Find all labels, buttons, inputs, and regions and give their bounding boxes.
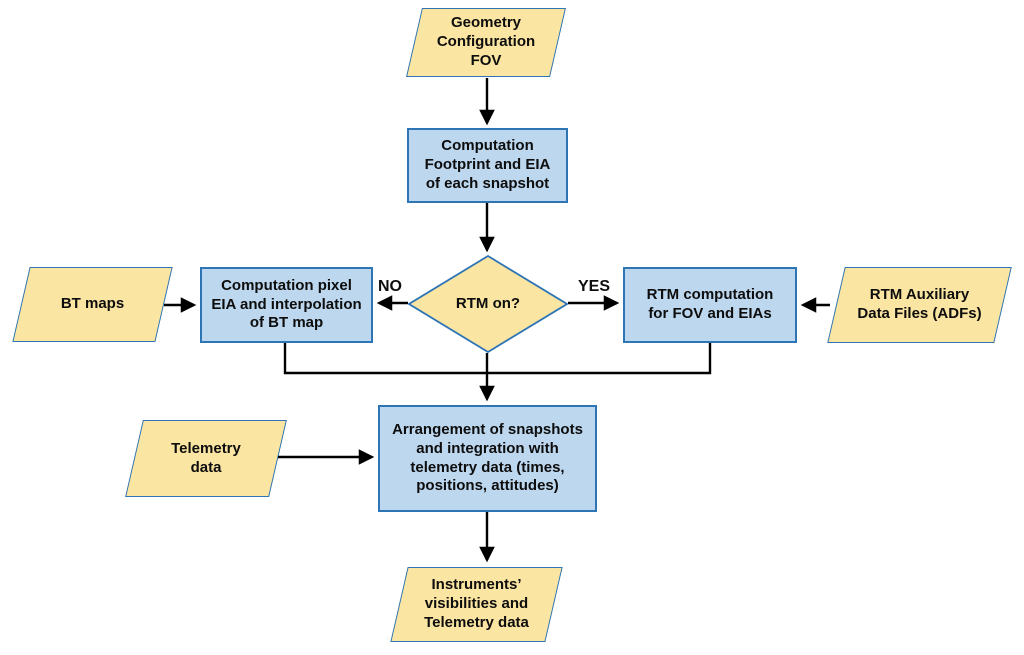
node-rtm-on-decision: RTM on? [408, 255, 568, 353]
branch-label-yes: YES [578, 278, 611, 295]
node-rtm-adfs: RTM Auxiliary Data Files (ADFs) [827, 267, 1012, 343]
node-label: Instruments’ visibilities and Telemetry … [424, 576, 529, 631]
node-output: Instruments’ visibilities and Telemetry … [390, 567, 563, 642]
node-computation-pixel: Computation pixel EIA and interpolation … [200, 267, 373, 343]
node-telemetry: Telemetry data [125, 420, 287, 497]
node-label: RTM Auxiliary Data Files (ADFs) [857, 286, 982, 322]
node-label: Geometry Configuration FOV [436, 14, 536, 69]
node-label: Arrangement of snapshots and integration… [392, 420, 583, 495]
branch-label-no: NO [378, 278, 402, 295]
node-label: Computation Footprint and EIA of each sn… [424, 137, 551, 192]
node-geometry-fov: Geometry Configuration FOV [405, 8, 567, 77]
node-label: Telemetry data [171, 439, 241, 476]
node-label: BT maps [60, 295, 125, 313]
node-label: RTM on? [455, 294, 521, 312]
node-bt-maps: BT maps [12, 267, 173, 342]
node-arrangement: Arrangement of snapshots and integration… [378, 405, 597, 512]
node-rtm-computation: RTM computation for FOV and EIAs [623, 267, 797, 343]
node-computation-footprint: Computation Footprint and EIA of each sn… [407, 128, 568, 203]
node-label: Computation pixel EIA and interpolation … [211, 276, 362, 332]
node-label: RTM computation for FOV and EIAs [646, 286, 774, 322]
